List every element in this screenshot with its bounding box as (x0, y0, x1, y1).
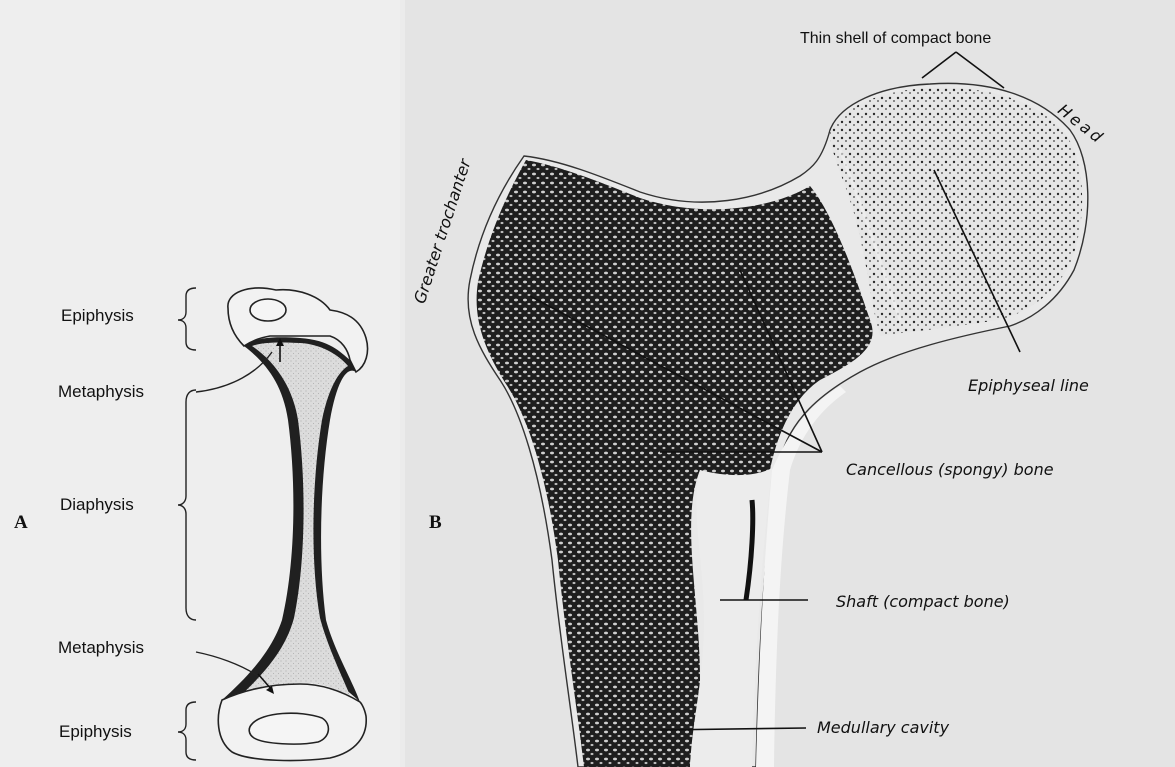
label-cancellous: Cancellous (spongy) bone (846, 460, 1054, 479)
upper-epiphysis-center (250, 299, 286, 321)
long-bone-drawing (218, 288, 367, 760)
panel-a-letter: A (14, 512, 28, 534)
label-diaphysis: Diaphysis (60, 495, 134, 515)
label-thin-shell: Thin shell of compact bone (800, 30, 991, 48)
brace-epiphysis-bottom (178, 702, 196, 760)
label-metaphysis-bottom: Metaphysis (58, 638, 144, 658)
panel-b-letter: B (429, 512, 442, 534)
label-shaft: Shaft (compact bone) (836, 592, 1010, 611)
brace-epiphysis-top (178, 288, 196, 350)
label-medullary: Medullary cavity (817, 718, 949, 737)
leader-thin-shell-right (956, 52, 1004, 88)
label-epiphyseal-line: Epiphyseal line (968, 376, 1089, 395)
lower-epiphysis-center (249, 713, 328, 744)
label-metaphysis-top: Metaphysis (58, 382, 144, 402)
femur-section (468, 83, 1088, 767)
label-epiphysis-bottom: Epiphysis (59, 722, 132, 742)
leader-thin-shell-left (922, 52, 956, 78)
brace-diaphysis (178, 390, 196, 620)
metaphysis-bottom-leader (196, 652, 258, 676)
label-epiphysis-top: Epiphysis (61, 306, 134, 326)
